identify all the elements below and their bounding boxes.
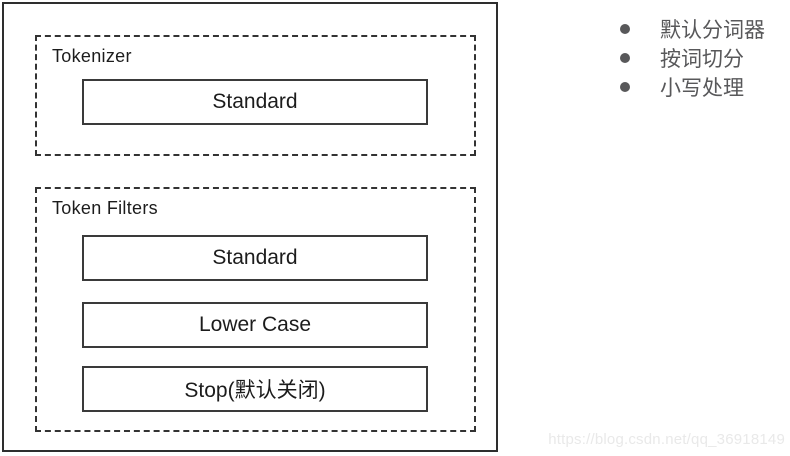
note-text: 小写处理 — [660, 76, 744, 100]
watermark: https://blog.csdn.net/qq_36918149 — [548, 431, 785, 448]
tokenizer-standard-box: Standard — [82, 79, 428, 125]
list-item: 按词切分 — [620, 43, 765, 72]
note-text: 默认分词器 — [660, 18, 765, 42]
bullet-icon — [620, 23, 630, 34]
token-filter-stop-box: Stop(默认关闭) — [82, 366, 428, 412]
bullet-icon — [620, 81, 630, 92]
analyzer-diagram-frame: Tokenizer Standard Token Filters Standar… — [2, 2, 498, 452]
note-text: 按词切分 — [660, 47, 744, 71]
token-filters-section: Token Filters Standard Lower Case Stop(默… — [35, 187, 476, 432]
notes-list: 默认分词器 按词切分 小写处理 — [620, 14, 765, 101]
token-filters-section-label: Token Filters — [52, 198, 158, 218]
tokenizer-section: Tokenizer Standard — [35, 35, 476, 156]
list-item: 小写处理 — [620, 72, 765, 101]
token-filter-standard-box: Standard — [82, 235, 428, 281]
tokenizer-section-label: Tokenizer — [52, 46, 132, 66]
list-item: 默认分词器 — [620, 14, 765, 43]
bullet-icon — [620, 52, 630, 63]
token-filter-lowercase-box: Lower Case — [82, 302, 428, 348]
